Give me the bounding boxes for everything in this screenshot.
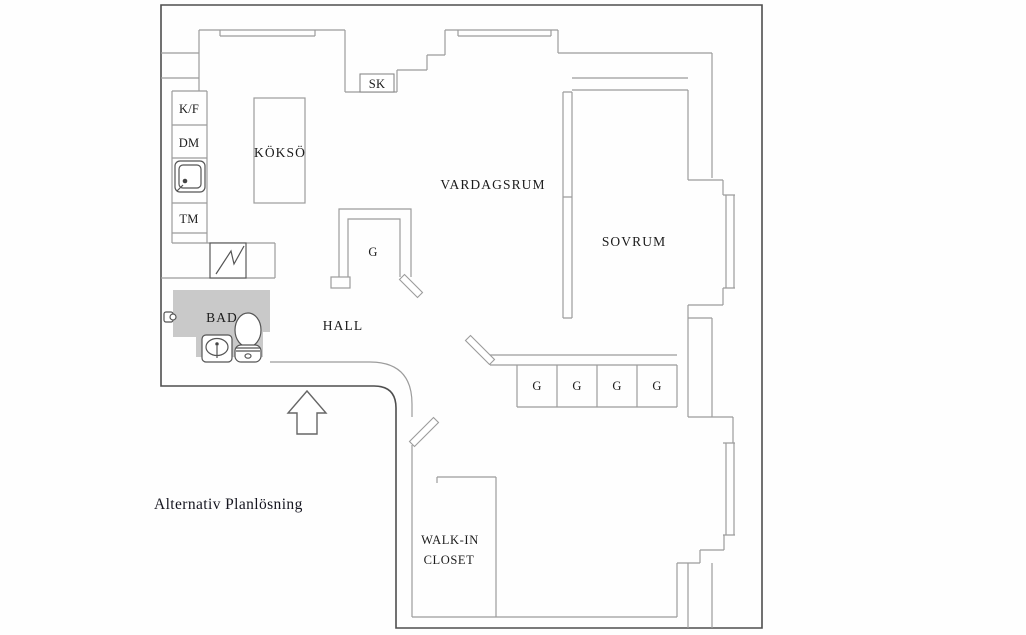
corridor-door bbox=[408, 416, 440, 448]
livingroom-window bbox=[457, 30, 552, 37]
bedroom-label: SOVRUM bbox=[602, 234, 666, 249]
lower-window-bay bbox=[676, 442, 735, 628]
sk-cupboard-box bbox=[359, 73, 395, 93]
wall-fixture-icon bbox=[163, 311, 177, 323]
toilet-icon bbox=[234, 312, 262, 363]
hall-wardrobe-door bbox=[398, 273, 424, 299]
interior-walls bbox=[161, 29, 735, 628]
doors bbox=[408, 334, 496, 448]
hall-wardrobe-foot bbox=[330, 276, 351, 289]
walk-in-closet-label-line1: WALK-IN bbox=[421, 533, 479, 547]
wardrobe-3-label: G bbox=[612, 379, 621, 393]
bathroom-label: BAD bbox=[206, 310, 238, 325]
outer-wall bbox=[160, 4, 763, 629]
plan-title: Alternativ Planlösning bbox=[154, 496, 303, 513]
kitchen-sink-icon bbox=[174, 160, 206, 193]
bedroom-door bbox=[464, 334, 496, 366]
bedroom-window-bay bbox=[687, 179, 735, 443]
sk-cupboard-label: SK bbox=[369, 77, 385, 91]
wardrobe-2-label: G bbox=[572, 379, 581, 393]
walk-in-closet-label-line2: CLOSET bbox=[424, 553, 475, 567]
kitchen-island bbox=[253, 97, 306, 204]
wardrobe-1-label: G bbox=[532, 379, 541, 393]
north-wall bbox=[161, 29, 713, 178]
dishwasher-label: DM bbox=[179, 136, 200, 150]
stove-symbol bbox=[209, 242, 247, 279]
living-room-label: VARDAGSRUM bbox=[440, 177, 545, 192]
bathroom-sink-icon bbox=[201, 334, 233, 363]
labels: VARDAGSRUM SOVRUM HALL BAD KÖKSÖ WALK-IN… bbox=[154, 77, 666, 567]
wardrobe-4-label: G bbox=[652, 379, 661, 393]
bedroom-walls bbox=[562, 77, 689, 319]
entrance-arrow bbox=[286, 389, 328, 435]
outer-wall-path bbox=[160, 4, 763, 629]
fridge-freezer-label: K/F bbox=[179, 102, 199, 116]
hall-wardrobe bbox=[330, 208, 424, 299]
bathroom bbox=[163, 290, 270, 363]
hall-corridor-walls bbox=[270, 361, 677, 618]
kitchen bbox=[161, 73, 395, 279]
kitchen-island-label: KÖKSÖ bbox=[254, 145, 306, 160]
hall-label: HALL bbox=[323, 318, 363, 333]
wardrobe-wall bbox=[489, 354, 678, 408]
washing-machine-label: TM bbox=[179, 212, 198, 226]
hall-wardrobe-outline bbox=[338, 208, 412, 277]
hall-wardrobe-label: G bbox=[368, 245, 377, 259]
kitchen-window bbox=[219, 30, 316, 37]
